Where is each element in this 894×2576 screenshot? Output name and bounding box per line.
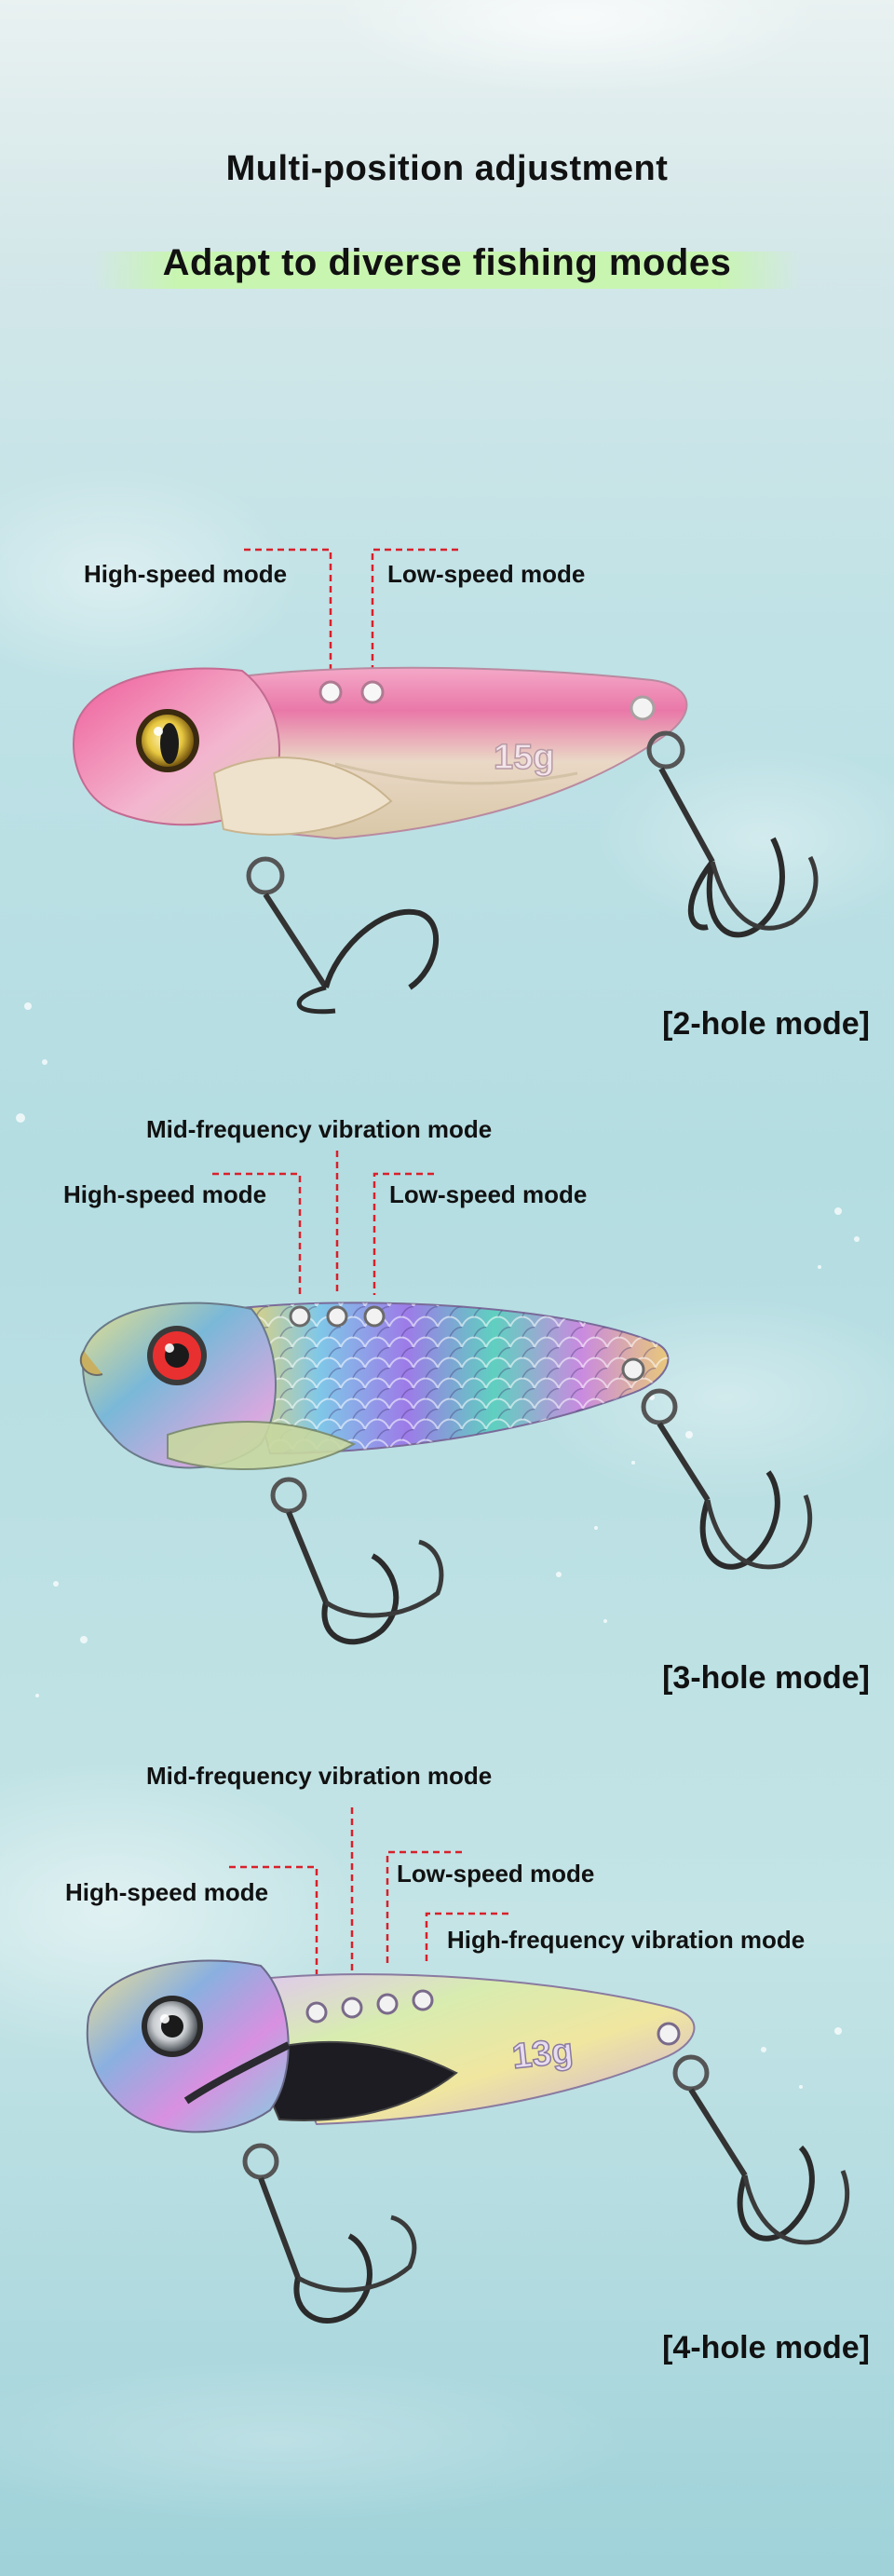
label-high-speed-2hole: High-speed mode [84, 560, 288, 588]
label-mid-frequency-3hole: Mid-frequency vibration mode [146, 1115, 493, 1143]
weight-marking-13g: 13g [510, 2032, 576, 2078]
page-title: Multi-position adjustment [225, 149, 669, 188]
lure-3hole-holographic [79, 1302, 813, 1645]
mode-title-4hole: [4-hole mode] [662, 2330, 870, 2365]
label-mid-frequency-4hole: Mid-frequency vibration mode [146, 1762, 493, 1790]
label-low-speed-4hole: Low-speed mode [397, 1860, 595, 1888]
subtitle-highlight [93, 252, 801, 289]
lure-4hole-chrome: 13g [86, 1959, 850, 2324]
mode-title-3hole: [3-hole mode] [662, 1660, 870, 1696]
label-low-speed-2hole: Low-speed mode [387, 560, 586, 588]
page-subtitle: Adapt to diverse fishing modes [162, 242, 732, 283]
mode-title-2hole: [2-hole mode] [662, 1006, 870, 1042]
label-high-speed-3hole: High-speed mode [63, 1180, 267, 1208]
page-subtitle-band: Adapt to diverse fishing modes [93, 242, 801, 289]
label-low-speed-3hole: Low-speed mode [389, 1180, 588, 1208]
label-high-speed-4hole: High-speed mode [65, 1878, 269, 1906]
weight-marking-15g: 15g [494, 738, 554, 777]
lure-2hole-pink: 15g [73, 666, 819, 1015]
